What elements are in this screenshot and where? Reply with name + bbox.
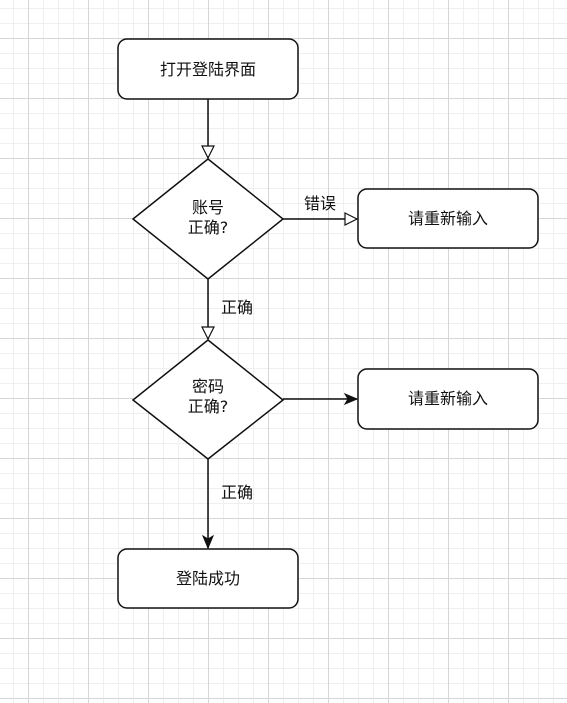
node-login-success-label: 登陆成功: [176, 569, 240, 588]
node-reenter-2-label: 请重新输入: [408, 389, 488, 408]
node-password-check-line2: 正确?: [188, 397, 229, 416]
node-login-success[interactable]: 登陆成功: [117, 548, 299, 609]
node-open-login[interactable]: 打开登陆界面: [117, 38, 299, 100]
node-password-check-line1: 密码: [192, 377, 224, 396]
node-reenter-1-label: 请重新输入: [408, 209, 488, 228]
node-open-login-label: 打开登陆界面: [160, 60, 256, 79]
edge-label-password-correct: 正确: [221, 483, 253, 502]
node-account-check[interactable]: 账号 正确?: [131, 158, 285, 280]
edge-label-account-wrong: 错误: [304, 194, 336, 213]
edge-label-account-correct: 正确: [221, 298, 253, 317]
node-account-check-line2: 正确?: [188, 218, 229, 237]
node-account-check-line1: 账号: [192, 198, 224, 217]
node-reenter-2[interactable]: 请重新输入: [357, 368, 539, 430]
node-reenter-1[interactable]: 请重新输入: [357, 188, 539, 249]
node-password-check[interactable]: 密码 正确?: [131, 339, 285, 460]
